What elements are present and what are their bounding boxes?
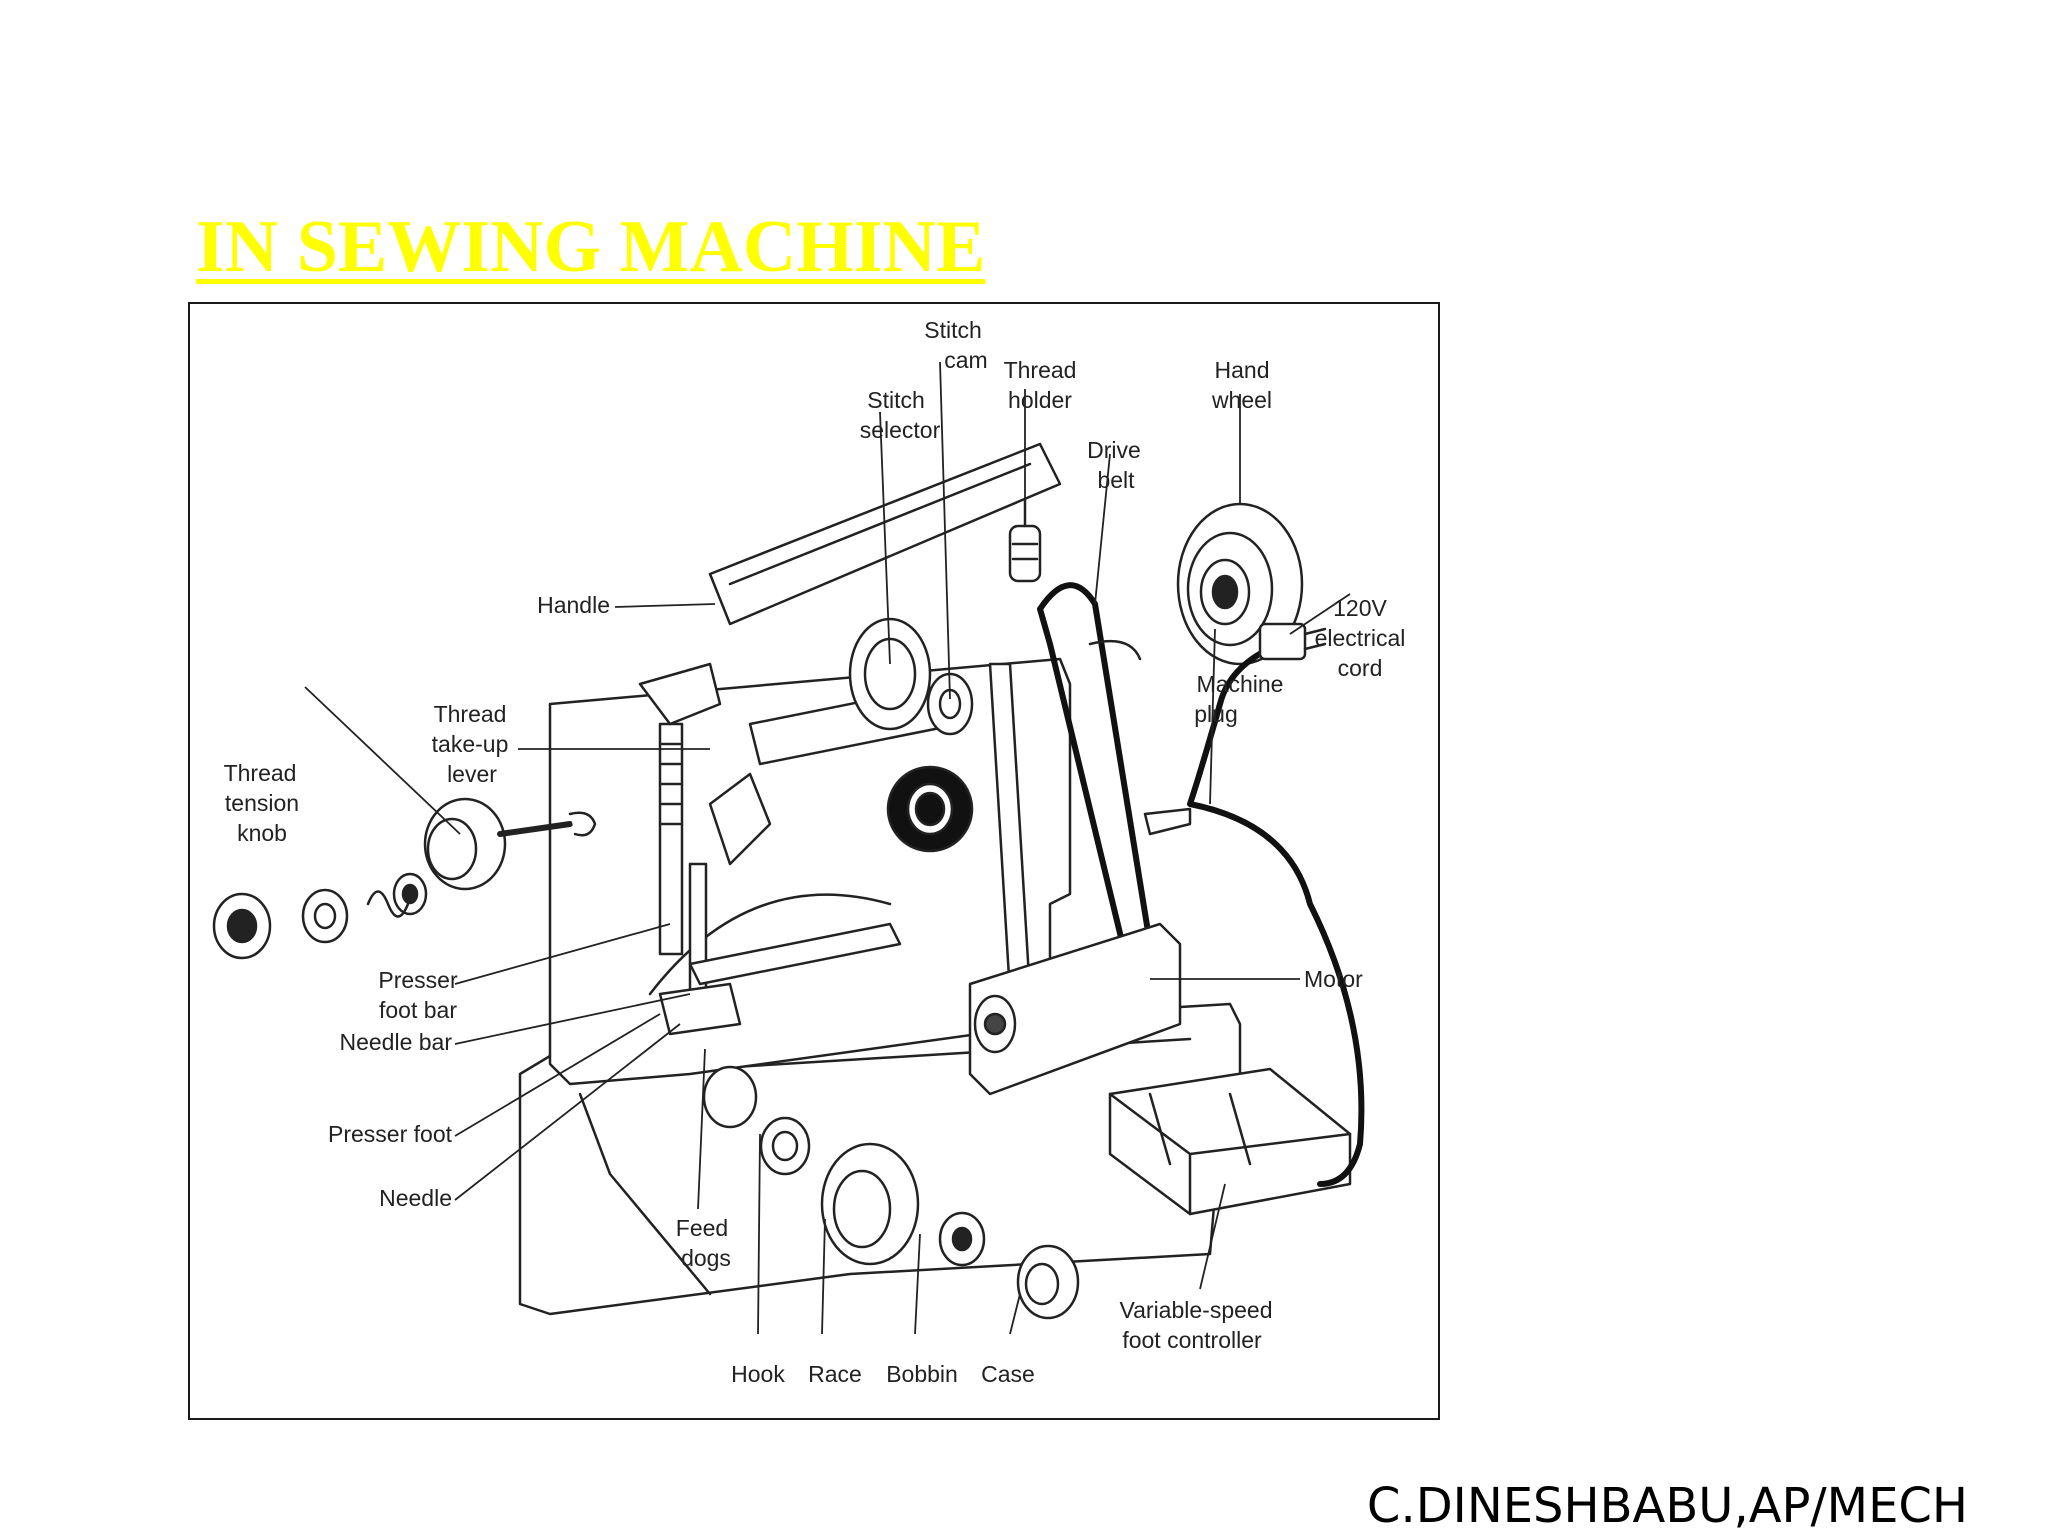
label-needle: Needle <box>379 1185 452 1211</box>
svg-text:Thread: Thread <box>434 701 507 727</box>
label-stitch-cam-2: cam <box>944 347 987 373</box>
svg-text:take-up: take-up <box>432 731 509 757</box>
svg-text:dogs: dogs <box>681 1245 731 1271</box>
svg-text:Variable-speed: Variable-speed <box>1119 1297 1272 1323</box>
svg-text:foot controller: foot controller <box>1122 1327 1262 1353</box>
label-needle-bar: Needle bar <box>339 1029 452 1055</box>
label-machine-plug-1: Machine <box>1197 671 1284 697</box>
label-thread-holder-1: Thread <box>1004 357 1077 383</box>
svg-text:wheel: wheel <box>1211 387 1272 413</box>
svg-text:Needle: Needle <box>379 1185 452 1211</box>
svg-text:Case: Case <box>981 1361 1035 1387</box>
label-hook: Hook <box>731 1361 785 1387</box>
author-footer: C.DINESHBABU,AP/MECH <box>1366 1478 1968 1534</box>
label-hand-wheel-1: Hand <box>1215 357 1270 383</box>
label-case: Case <box>981 1361 1035 1387</box>
label-cord-2: electrical <box>1315 625 1406 651</box>
svg-text:Race: Race <box>808 1361 862 1387</box>
label-stitch-selector-1: Stitch <box>867 387 925 413</box>
label-motor: Motor <box>1304 966 1363 992</box>
svg-text:120V: 120V <box>1333 595 1387 621</box>
label-race: Race <box>808 1361 862 1387</box>
svg-text:plug: plug <box>1194 701 1237 727</box>
svg-text:Bobbin: Bobbin <box>886 1361 958 1387</box>
svg-text:Stitch: Stitch <box>924 317 982 343</box>
sewing-machine-diagram: Stitch cam Thread holder Hand wheel Stit… <box>188 302 1440 1420</box>
svg-text:Machine: Machine <box>1197 671 1284 697</box>
label-take-up-1: Thread <box>434 701 507 727</box>
foot-controller-drawing <box>1108 1067 1352 1216</box>
label-foot-controller-1: Variable-speed <box>1119 1297 1272 1323</box>
label-feed-dogs-1: Feed <box>676 1215 728 1241</box>
label-tension-3: knob <box>237 820 287 846</box>
svg-text:Hook: Hook <box>731 1361 785 1387</box>
label-take-up-3: lever <box>447 761 497 787</box>
label-feed-dogs-2: dogs <box>681 1245 731 1271</box>
svg-text:Hand: Hand <box>1215 357 1270 383</box>
exploded-view-drawing: Stitch cam Thread holder Hand wheel Stit… <box>212 317 1406 1387</box>
label-presser-foot: Presser foot <box>328 1121 453 1147</box>
svg-text:tension: tension <box>225 790 299 816</box>
label-machine-plug-2: plug <box>1194 701 1237 727</box>
label-thread-holder-2: holder <box>1008 387 1072 413</box>
svg-text:electrical: electrical <box>1315 625 1406 651</box>
label-tension-2: tension <box>225 790 299 816</box>
svg-text:selector: selector <box>860 417 941 443</box>
label-drive-belt-1: Drive <box>1087 437 1141 463</box>
label-stitch-cam-1: Stitch <box>924 317 982 343</box>
label-cord-3: cord <box>1338 655 1383 681</box>
svg-text:belt: belt <box>1097 467 1135 493</box>
svg-text:Motor: Motor <box>1304 966 1363 992</box>
svg-text:cord: cord <box>1338 655 1383 681</box>
svg-text:holder: holder <box>1008 387 1072 413</box>
label-cord-1: 120V <box>1333 595 1387 621</box>
svg-text:Thread: Thread <box>1004 357 1077 383</box>
electrical-cord-drawing <box>1187 641 1365 1187</box>
label-presser-foot-bar-1: Presser <box>378 967 458 993</box>
label-hand-wheel-2: wheel <box>1211 387 1272 413</box>
label-handle: Handle <box>537 592 610 618</box>
svg-text:Handle: Handle <box>537 592 610 618</box>
label-drive-belt-2: belt <box>1097 467 1135 493</box>
motor-drawing <box>968 922 1182 1096</box>
svg-text:lever: lever <box>447 761 497 787</box>
label-take-up-2: take-up <box>432 731 509 757</box>
svg-text:Presser: Presser <box>378 967 458 993</box>
slide-title: IN SEWING MACHINE <box>196 206 986 288</box>
svg-text:Presser foot: Presser foot <box>328 1121 453 1147</box>
svg-text:Stitch: Stitch <box>867 387 925 413</box>
svg-text:Drive: Drive <box>1087 437 1141 463</box>
label-presser-foot-bar-2: foot bar <box>379 997 457 1023</box>
label-tension-1: Thread <box>224 760 297 786</box>
svg-text:cam: cam <box>944 347 987 373</box>
svg-text:Thread: Thread <box>224 760 297 786</box>
label-foot-controller-2: foot controller <box>1122 1327 1262 1353</box>
svg-text:knob: knob <box>237 820 287 846</box>
label-bobbin: Bobbin <box>886 1361 958 1387</box>
label-stitch-selector-2: selector <box>860 417 941 443</box>
svg-text:foot bar: foot bar <box>379 997 457 1023</box>
svg-text:Needle bar: Needle bar <box>339 1029 452 1055</box>
svg-text:Feed: Feed <box>676 1215 728 1241</box>
